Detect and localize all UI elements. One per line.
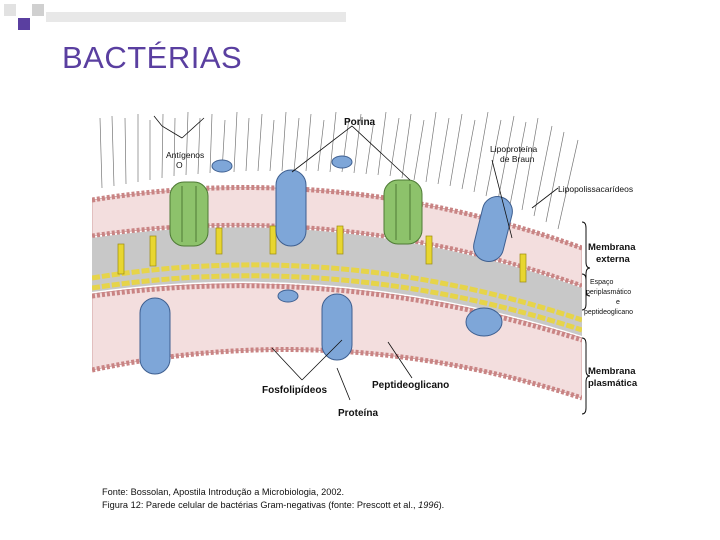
caption-line-2: Figura 12: Parede celular de bactérias G… (102, 499, 444, 512)
figure-caption: Fonte: Bossolan, Apostila Introdução a M… (102, 486, 444, 511)
caption-line-2-suffix: ). (438, 499, 445, 510)
label-proteina: Proteína (338, 408, 378, 419)
label-espaco-1: Espaço (590, 279, 613, 286)
right-brackets (581, 221, 591, 415)
label-membrana-externa-2: externa (596, 254, 631, 265)
label-fosfolipideos: Fosfolipídeos (262, 385, 327, 396)
label-lipoproteina-2: de Braun (500, 154, 535, 164)
label-lipoproteina-1: Lipoproteína (490, 144, 538, 154)
lipopolysaccharide-fringe (99, 111, 579, 230)
slide-title: BACTÉRIAS (62, 40, 243, 75)
porin-protein (169, 179, 423, 247)
label-membrana-plasmatica-2: plasmática (588, 378, 638, 389)
gram-negative-cell-wall-diagram: Porina Antígenos O Lipoproteína de Braun… (92, 111, 638, 419)
label-espaco-2: periplasmático (586, 289, 631, 296)
braun-lipoproteins (117, 225, 527, 283)
label-antigenos-1: Antígenos (166, 150, 204, 160)
label-lipopolissacarideos: Lipopolissacarídeos (558, 184, 633, 194)
caption-line-2-italic: 1996 (418, 499, 439, 510)
plasma-membrane-proteins (139, 155, 503, 375)
label-porina: Porina (344, 117, 376, 128)
label-espaco-3: e (616, 299, 620, 306)
label-membrana-externa-1: Membrana (588, 242, 636, 253)
label-membrana-plasmatica-1: Membrana (588, 366, 636, 377)
label-espaco-4: peptideoglicano (584, 309, 633, 316)
corner-decoration (4, 4, 346, 30)
label-peptideoglicano: Peptideoglicano (372, 380, 449, 391)
label-antigenos-2: O (176, 160, 183, 170)
outer-membrane-proteins (275, 169, 513, 262)
peptidoglycan-layer (92, 262, 582, 333)
caption-line-1: Fonte: Bossolan, Apostila Introdução a M… (102, 487, 345, 497)
caption-line-2-prefix: Figura 12: Parede celular de bactérias G… (102, 499, 419, 510)
